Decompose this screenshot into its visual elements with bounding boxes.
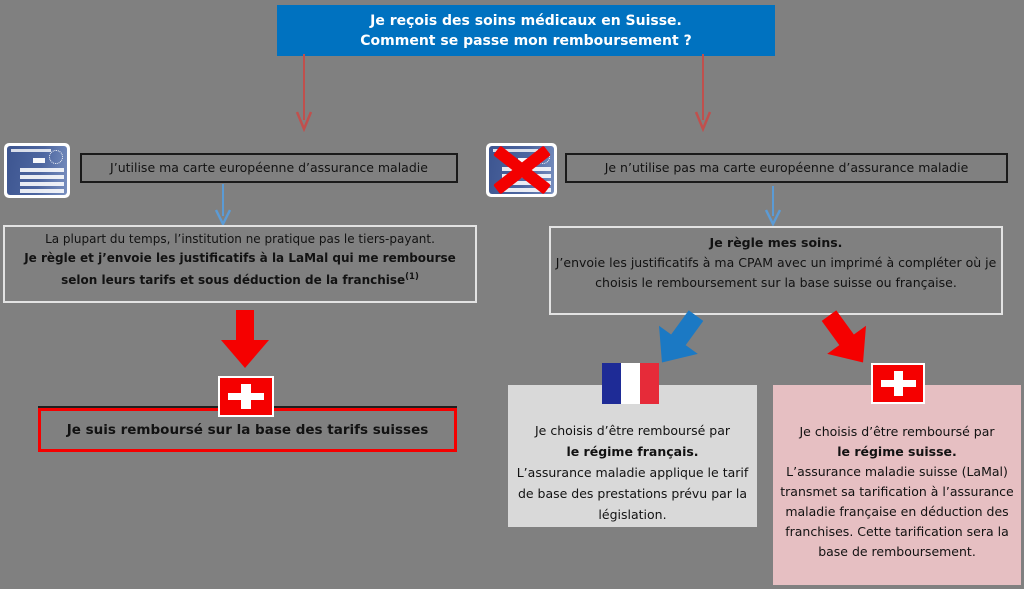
french-flag-icon <box>602 363 659 404</box>
red-block-diagonal-arrow-icon <box>810 301 883 376</box>
card-field-line <box>502 188 551 192</box>
swiss-cross <box>227 393 265 400</box>
right-branch-label: Je n’utilise pas ma carte européenne d’a… <box>604 160 969 175</box>
thin-red-down-arrow-icon <box>295 54 313 133</box>
french-option-box: Je choisis d’être remboursé par le régim… <box>508 385 757 527</box>
left-result-text: Je suis remboursé sur la base des tarifs… <box>66 422 429 438</box>
card-chip <box>33 158 46 163</box>
left-info-box: La plupart du temps, l’institution ne pr… <box>3 225 477 303</box>
card-field-line <box>20 182 64 186</box>
ehic-card-face <box>7 146 67 195</box>
french-option-intro: Je choisis d’être remboursé par <box>534 423 731 438</box>
ehic-card-icon <box>4 143 70 198</box>
swiss-option-rest: L’assurance maladie suisse (LaMal) trans… <box>780 464 1014 559</box>
title-box: Je reçois des soins médicaux en Suisse. … <box>277 5 775 56</box>
card-field-line <box>20 175 64 179</box>
thin-red-down-arrow-icon <box>694 54 712 133</box>
right-branch-label-box: Je n’utilise pas ma carte européenne d’a… <box>565 153 1008 183</box>
right-info-rest: J’envoie les justificatifs à ma CPAM ave… <box>555 255 997 290</box>
card-field-line <box>20 168 64 172</box>
swiss-flag-icon <box>871 363 925 404</box>
swiss-cross <box>880 380 916 387</box>
card-title-line <box>11 149 51 152</box>
card-field-line <box>502 181 551 185</box>
card-title-line <box>493 149 538 152</box>
right-info-box: Je règle mes soins. J’envoie les justifi… <box>549 226 1003 315</box>
left-branch-label: J’utilise ma carte européenne d’assuranc… <box>110 160 428 175</box>
ehic-card-crossed-icon <box>486 143 557 197</box>
swiss-option-bold: le régime suisse. <box>837 444 957 459</box>
title-line2: Comment se passe mon remboursement ? <box>360 33 692 49</box>
left-branch-label-box: J’utilise ma carte européenne d’assuranc… <box>80 153 458 183</box>
footnote-marker: (1) <box>405 272 419 282</box>
red-x-icon <box>486 143 557 197</box>
red-block-down-arrow-icon <box>221 310 269 368</box>
left-info-bold: Je règle et j’envoie les justificatifs à… <box>24 251 456 287</box>
french-option-bold: le régime français. <box>566 444 699 459</box>
thin-blue-down-arrow-icon <box>214 184 232 227</box>
blue-block-diagonal-arrow-icon <box>643 301 716 376</box>
swiss-flag-icon <box>218 376 274 417</box>
right-info-bold: Je règle mes soins. <box>709 235 843 250</box>
swiss-option-intro: Je choisis d’être remboursé par <box>799 424 995 439</box>
french-flag-white-stripe <box>621 363 640 404</box>
french-option-rest: L’assurance maladie applique le tarif de… <box>516 465 749 522</box>
card-field-line <box>20 189 64 193</box>
french-flag-blue-stripe <box>602 363 621 404</box>
swiss-option-box: Je choisis d’être remboursé par le régim… <box>773 385 1021 585</box>
left-info-line1: La plupart du temps, l’institution ne pr… <box>45 232 435 246</box>
title-line1: Je reçois des soins médicaux en Suisse. <box>370 13 682 29</box>
thin-blue-down-arrow-icon <box>764 186 782 227</box>
eu-stars-icon <box>49 150 63 164</box>
french-flag-red-stripe <box>640 363 659 404</box>
